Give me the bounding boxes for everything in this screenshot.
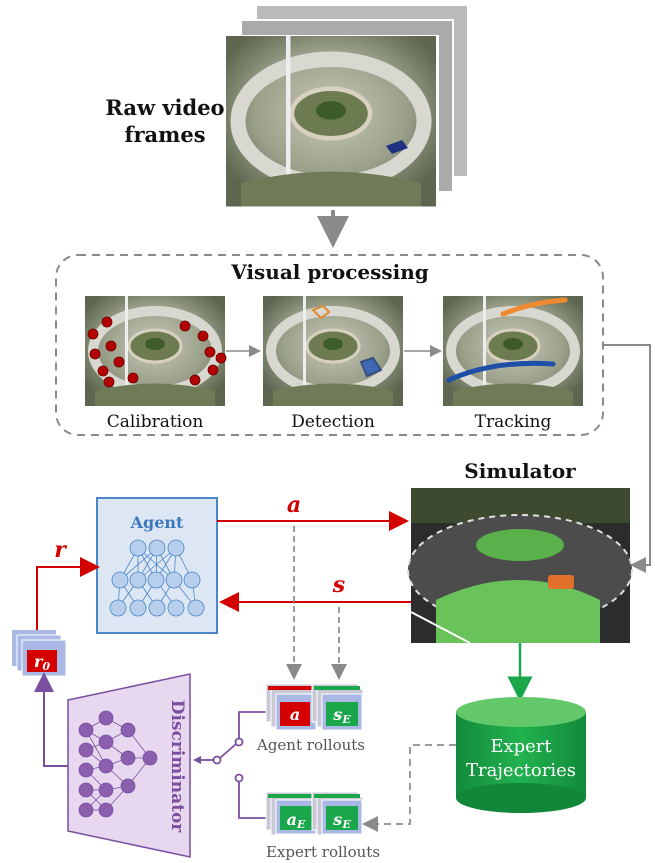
action-label: a	[287, 492, 301, 518]
reward-zero-stack	[12, 630, 67, 677]
expert-rollouts-stack	[265, 791, 364, 836]
agent-rollouts-label: Agent rollouts	[256, 736, 365, 754]
discriminator-title: Discriminator	[167, 700, 187, 834]
processing-to-simulator-arrow	[603, 344, 651, 573]
simulator-image	[407, 488, 633, 644]
expert-trajectories-line1: Expert	[490, 736, 552, 757]
reward-zero-label: r0	[34, 652, 50, 673]
state-label: s	[332, 572, 345, 598]
agent-title: Agent	[130, 513, 184, 532]
raw-video-frames-stack	[225, 4, 469, 209]
expert-rollout-state-label: sE	[332, 810, 351, 831]
agent-rollout-state-label: sE	[332, 705, 351, 726]
discriminator-box	[67, 673, 191, 858]
raw-frames-label-line1: Raw video	[105, 95, 224, 120]
calibration-image	[85, 296, 226, 406]
simulator-title: Simulator	[464, 459, 576, 483]
detection-label: Detection	[291, 412, 375, 432]
expert-trajectories-cylinder	[456, 697, 586, 813]
reward-arrow	[36, 557, 100, 630]
expert-trajectories-line2: Trajectories	[466, 760, 576, 781]
agent-network-icon	[109, 539, 205, 617]
expert-rollout-action-label: aE	[287, 810, 306, 831]
rollout-switch	[197, 711, 266, 819]
trajectories-to-expert-rollouts-arrow	[362, 744, 456, 832]
raw-frames-label-line2: frames	[124, 122, 205, 147]
tracking-image	[443, 296, 583, 406]
calibration-label: Calibration	[107, 412, 204, 432]
reward-label: r	[54, 537, 67, 563]
visual-processing-title: Visual processing	[230, 260, 429, 284]
agent-rollouts-stack	[265, 683, 364, 731]
detection-image	[263, 296, 403, 406]
switch-arrowhead	[193, 756, 201, 764]
tracking-label: Tracking	[475, 412, 552, 432]
expert-rollouts-label: Expert rollouts	[266, 843, 380, 861]
agent-rollout-action-label: a	[290, 705, 300, 724]
discriminator-network-icon	[78, 710, 158, 818]
